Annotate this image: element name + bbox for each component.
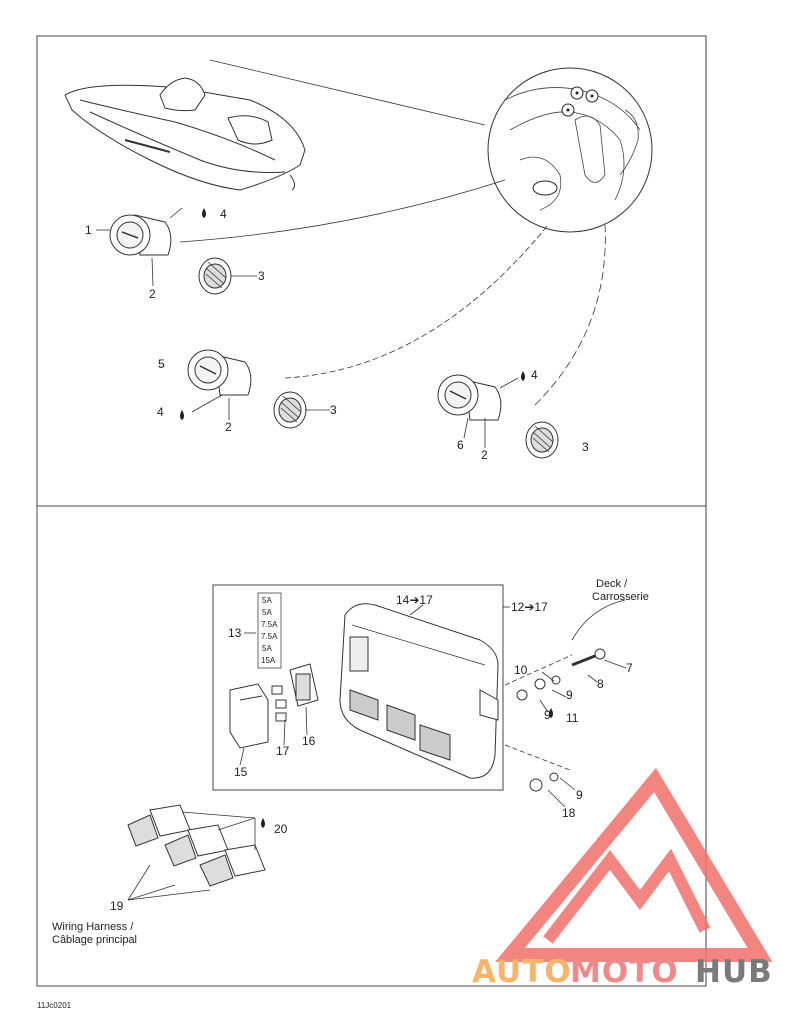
leader-gauge-1 xyxy=(179,179,506,243)
lower-panel-frame xyxy=(36,505,707,987)
callout-9-lower: 9 xyxy=(576,788,583,802)
electronic-module xyxy=(339,603,499,779)
callout-10: 10 xyxy=(514,663,528,677)
callout-3-upper: 3 xyxy=(258,269,265,283)
upper-leaders xyxy=(96,207,519,448)
harness-caption-line2: Câblage principal xyxy=(52,934,137,946)
fuse-rating: 5A xyxy=(262,608,272,617)
callout-2-middle: 2 xyxy=(225,420,232,434)
lower-leaders xyxy=(239,604,627,808)
module-group-frame xyxy=(212,584,504,791)
nut-3-lower xyxy=(525,421,559,459)
callout-13: 13 xyxy=(228,626,242,640)
callout-2-upper: 2 xyxy=(149,287,156,301)
callout-2-lower: 2 xyxy=(481,448,488,462)
callout-11: 11 xyxy=(566,711,579,725)
callout-16: 16 xyxy=(302,734,316,748)
callout-15: 15 xyxy=(234,765,248,779)
callout-4-upper: 4 xyxy=(220,207,227,221)
deck-caption-line1: Deck / xyxy=(596,578,628,590)
gauge-1 xyxy=(109,214,172,256)
glue-drop-icon-3 xyxy=(521,371,525,381)
callout-5: 5 xyxy=(158,357,165,371)
glue-drop-icon-2 xyxy=(180,410,184,420)
nut-3-middle xyxy=(273,391,307,429)
callout-4-middle: 4 xyxy=(157,405,164,419)
gauge-6 xyxy=(437,374,502,421)
harness-connectors xyxy=(127,804,266,887)
fuse-block-15 xyxy=(229,683,269,749)
fuse-rating: 7.5A xyxy=(261,620,278,629)
callout-12: 12➔17 xyxy=(511,600,548,614)
watermark-m-shape xyxy=(543,848,711,944)
callout-18: 18 xyxy=(562,806,576,820)
callout-4-lower: 4 xyxy=(531,368,538,382)
watermark-triangle xyxy=(495,767,773,962)
leader-boat-zoom xyxy=(209,59,486,126)
callout-3-lower: 3 xyxy=(582,440,589,454)
harness-caption-line1: Wiring Harness / xyxy=(52,921,134,933)
fuse-rating: 7.5A xyxy=(261,632,278,641)
figure-code: 11Jc0201 xyxy=(37,1001,72,1010)
dashed-leader-lower xyxy=(504,744,571,771)
nut-3-upper xyxy=(198,257,232,295)
harness-leaders xyxy=(127,811,256,901)
leader-gauge-5 xyxy=(284,224,549,379)
fuse-rating: 5A xyxy=(262,596,272,605)
glue-drop-icon-4 xyxy=(549,708,553,718)
gauge-5 xyxy=(187,349,252,396)
callout-8: 8 xyxy=(597,677,604,691)
watermark-logo xyxy=(495,767,773,962)
fuse-list: 5A 5A 7.5A 7.5A 5A 15A xyxy=(261,596,278,665)
callout-1: 1 xyxy=(85,223,92,237)
dashboard-zoom-detail xyxy=(487,67,653,233)
callout-9-middle: 9 xyxy=(544,708,551,722)
glue-drop-icon-1 xyxy=(202,208,206,218)
callout-9-upper-right: 9 xyxy=(566,688,573,702)
fuse-holder-16 xyxy=(289,663,319,707)
callout-20: 20 xyxy=(274,822,288,836)
leader-gauge-6 xyxy=(534,224,606,406)
callout-6: 6 xyxy=(457,438,464,452)
watermark-text-moto: MOTO xyxy=(570,954,679,990)
callout-3-middle: 3 xyxy=(330,403,337,417)
fuses-17 xyxy=(271,685,287,722)
fuse-rating: 15A xyxy=(261,656,276,665)
deck-leader xyxy=(571,599,626,641)
boat-illustration xyxy=(64,77,306,191)
watermark-text-hub: HUB xyxy=(695,954,773,990)
callout-17: 17 xyxy=(276,744,290,758)
glue-drop-icon-5 xyxy=(261,818,265,828)
watermark-text-auto: AUTO xyxy=(472,954,572,990)
callout-7: 7 xyxy=(626,661,633,675)
dashed-leader-upper xyxy=(504,654,573,686)
fuse-rating: 5A xyxy=(262,644,272,653)
fuse-list-box xyxy=(257,592,282,669)
fastener-hardware xyxy=(516,648,606,792)
callout-14: 14➔17 xyxy=(396,593,433,607)
callout-19: 19 xyxy=(110,899,124,913)
deck-caption-line2: Carrosserie xyxy=(592,591,649,603)
